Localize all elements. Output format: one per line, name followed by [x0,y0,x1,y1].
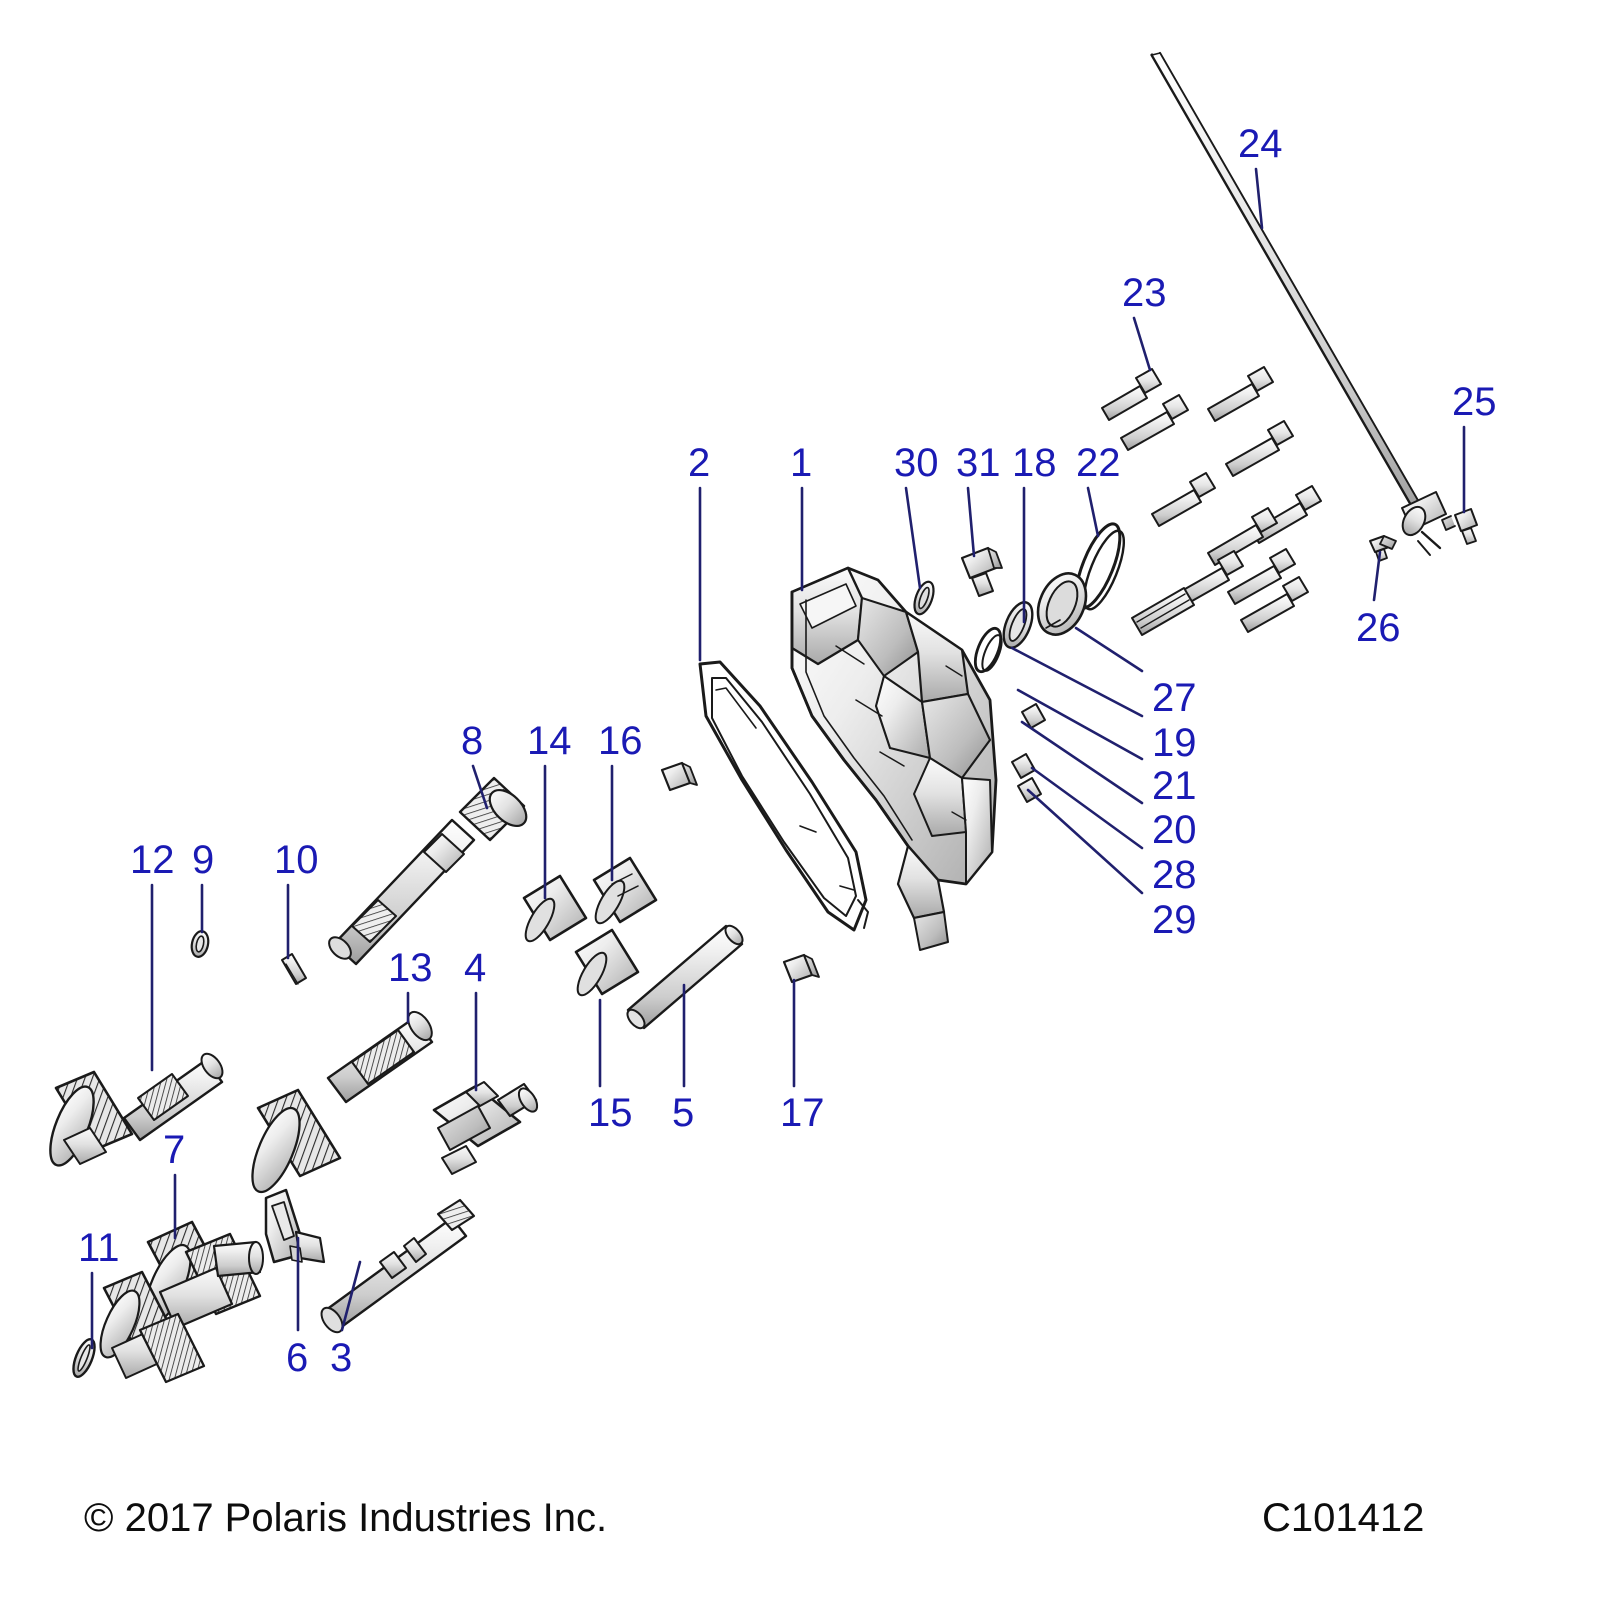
leader-line-8 [471,764,489,810]
callout-label-26[interactable]: 26 [1356,606,1401,650]
part-washer [913,580,935,616]
callout-label-19[interactable]: 19 [1152,721,1197,765]
callout-label-29[interactable]: 29 [1152,898,1197,942]
part-bearing-upper [522,874,588,943]
leader-line-28 [1030,766,1144,850]
callout-label-4[interactable]: 4 [464,946,487,990]
callout-label-1[interactable]: 1 [790,441,813,485]
leader-line-23 [1132,316,1152,372]
part-bearing-lower [574,928,640,997]
callout-label-5[interactable]: 5 [672,1091,695,1135]
leader-line-27 [1074,626,1144,673]
callout-label-31[interactable]: 31 [956,441,1001,485]
callout-label-21[interactable]: 21 [1152,764,1197,808]
part-bearing-middle [592,856,658,925]
part-input-shaft [328,776,528,966]
part-magnet-block [782,953,820,984]
part-dipstick-rod [1150,51,1447,556]
callout-label-6[interactable]: 6 [286,1336,309,1380]
leader-line-22 [1086,486,1100,538]
leader-line-24 [1254,167,1264,230]
leader-line-29 [1026,788,1144,895]
part-countershaft-gear-cluster [99,1220,264,1384]
callout-label-12[interactable]: 12 [130,838,175,882]
leader-line-31 [966,486,976,558]
part-magnet-block-2 [660,761,698,792]
callout-label-20[interactable]: 20 [1152,808,1197,852]
callout-label-24[interactable]: 24 [1238,122,1283,166]
part-gearcase-housing [790,566,998,951]
callout-label-16[interactable]: 16 [598,719,643,763]
part-o-ring-seal [973,626,1003,674]
callout-label-30[interactable]: 30 [894,441,939,485]
leader-line-26 [1372,550,1382,602]
part-shift-shaft [320,1198,476,1334]
leader-line-30 [904,486,922,590]
part-vent-fitting [1441,508,1478,545]
part-oil-seal [1036,572,1088,636]
callout-label-25[interactable]: 25 [1452,380,1497,424]
callout-label-23[interactable]: 23 [1122,271,1167,315]
part-intermediate-shaft [251,1010,434,1194]
callout-label-22[interactable]: 22 [1076,441,1121,485]
callout-label-7[interactable]: 7 [163,1128,186,1172]
callout-label-3[interactable]: 3 [330,1336,353,1380]
part-shift-fork [264,1188,326,1264]
copyright-notice: © 2017 Polaris Industries Inc. [84,1496,608,1540]
part-flange-bolt-group [1101,366,1322,633]
leader-line-3 [340,1260,362,1332]
callout-label-9[interactable]: 9 [192,838,215,882]
callout-label-8[interactable]: 8 [461,719,484,763]
callout-label-10[interactable]: 10 [274,838,319,882]
leader-line-20 [1020,720,1144,805]
callout-label-28[interactable]: 28 [1152,853,1197,897]
part-gasket [698,660,869,932]
callout-label-13[interactable]: 13 [388,946,433,990]
part-shift-drum [432,1081,539,1175]
callout-label-17[interactable]: 17 [780,1091,825,1135]
callout-label-27[interactable]: 27 [1152,676,1197,720]
callout-label-2[interactable]: 2 [688,441,711,485]
part-snap-ring-small [190,930,210,958]
callout-label-15[interactable]: 15 [588,1091,633,1135]
part-dowel-pin-long [1131,587,1195,636]
part-output-shaft [49,1052,224,1167]
leader-line-19 [1010,646,1144,718]
part-fill-plug [960,546,1003,597]
leader-line-21 [1016,688,1144,761]
callout-label-18[interactable]: 18 [1012,441,1057,485]
part-shift-fork-shaft [626,924,744,1030]
drawing-number: C101412 [1262,1496,1425,1540]
callout-label-11[interactable]: 11 [78,1226,120,1270]
callout-label-14[interactable]: 14 [527,719,572,763]
